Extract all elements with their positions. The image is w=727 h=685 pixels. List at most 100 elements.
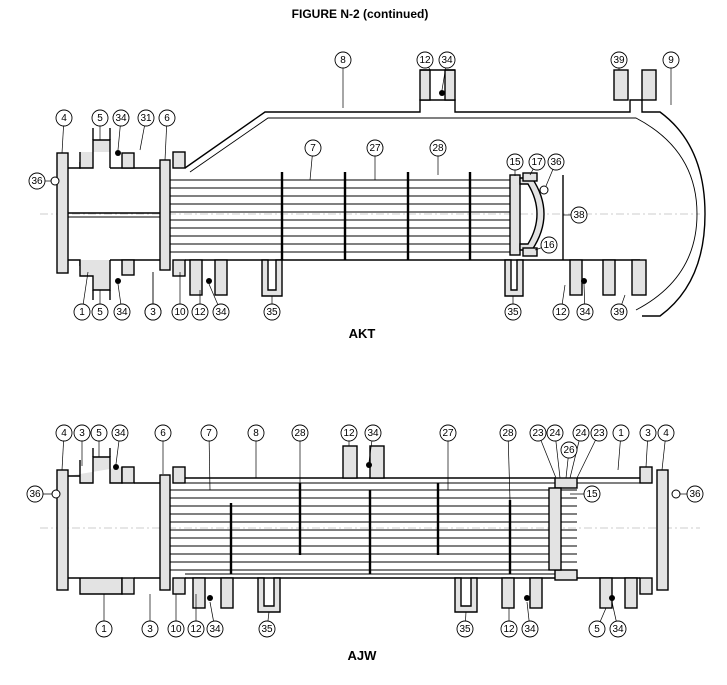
svg-text:4: 4: [61, 113, 67, 124]
svg-text:12: 12: [555, 307, 567, 318]
akt-tube-bundle: [170, 179, 514, 253]
svg-text:38: 38: [573, 210, 585, 221]
svg-text:36: 36: [31, 176, 43, 187]
ajw-callout-23: 23: [576, 424, 608, 479]
svg-text:1: 1: [618, 428, 624, 439]
svg-text:10: 10: [170, 624, 182, 635]
svg-text:16: 16: [543, 240, 555, 251]
ajw-callout-35: 35: [258, 611, 276, 638]
ajw-callout-27: 27: [439, 424, 457, 490]
akt-callout-10: 10: [171, 272, 189, 321]
svg-text:12: 12: [343, 428, 355, 439]
ajw-callout-8: 8: [247, 424, 265, 478]
callout-bubbles: 1345567891012121215161727283134343434343…: [26, 51, 704, 638]
svg-text:6: 6: [160, 428, 166, 439]
svg-text:39: 39: [613, 55, 625, 66]
svg-text:8: 8: [340, 55, 346, 66]
ajw-callout-23: 23: [529, 424, 557, 479]
akt-callout-34: 34: [208, 283, 230, 321]
svg-text:35: 35: [459, 624, 471, 635]
svg-text:12: 12: [190, 624, 202, 635]
akt-callout-39: 39: [610, 294, 628, 321]
ajw-callout-24: 24: [569, 424, 590, 479]
svg-text:1: 1: [79, 307, 85, 318]
svg-text:12: 12: [194, 307, 206, 318]
ajw-callout-5: 5: [588, 607, 607, 638]
akt-callout-28: 28: [429, 139, 447, 175]
svg-text:27: 27: [369, 143, 381, 154]
akt-callout-34: 34: [576, 283, 594, 321]
ajw-callout-34: 34: [364, 424, 382, 463]
ajw-callout-12: 12: [187, 594, 205, 638]
svg-text:39: 39: [613, 307, 625, 318]
ajw-callout-3: 3: [141, 594, 159, 638]
akt-callout-16: 16: [534, 236, 558, 254]
akt-callout-12: 12: [552, 284, 570, 321]
svg-text:36: 36: [689, 489, 701, 500]
akt-callout-36: 36: [28, 172, 51, 190]
akt-callout-12: 12: [191, 290, 209, 321]
akt-callout-34: 34: [438, 51, 456, 91]
ajw-callout-28: 28: [499, 424, 517, 501]
svg-text:34: 34: [441, 55, 453, 66]
ajw-callout-12: 12: [500, 608, 518, 638]
svg-text:34: 34: [612, 624, 624, 635]
svg-text:5: 5: [594, 624, 600, 635]
svg-text:9: 9: [668, 55, 674, 66]
svg-text:23: 23: [593, 428, 605, 439]
akt-callout-1: 1: [73, 271, 91, 321]
akt-callout-27: 27: [366, 139, 384, 180]
svg-text:12: 12: [503, 624, 515, 635]
akt-callout-39: 39: [610, 51, 628, 70]
akt-callout-38: 38: [563, 206, 588, 224]
akt-callout-3: 3: [144, 272, 162, 321]
svg-text:28: 28: [502, 428, 514, 439]
akt-callout-34: 34: [113, 283, 131, 321]
svg-text:7: 7: [206, 428, 212, 439]
ajw-callout-36: 36: [680, 485, 704, 503]
ajw-callout-1: 1: [612, 424, 630, 471]
akt-callout-4: 4: [55, 109, 73, 154]
ajw-callout-34: 34: [111, 424, 129, 465]
akt-channel-nozzle-top: [79, 139, 111, 169]
akt-callout-17: 17: [528, 153, 546, 176]
ajw-callout-36: 36: [26, 485, 52, 503]
svg-text:17: 17: [531, 157, 543, 168]
akt-channel-cover: [56, 152, 69, 274]
svg-text:34: 34: [524, 624, 536, 635]
svg-text:12: 12: [419, 55, 431, 66]
akt-caption: AKT: [349, 326, 376, 341]
akt-exchanger-drawing: AKT: [40, 69, 706, 341]
svg-text:34: 34: [114, 428, 126, 439]
akt-callout-8: 8: [334, 51, 352, 108]
ajw-callout-4: 4: [657, 424, 675, 471]
ajw-callout-1: 1: [95, 594, 113, 638]
svg-text:24: 24: [575, 428, 587, 439]
akt-callout-7: 7: [304, 139, 322, 181]
ajw-callout-3: 3: [73, 424, 91, 466]
ajw-callout-6: 6: [154, 424, 172, 474]
svg-text:5: 5: [97, 307, 103, 318]
ajw-exchanger-drawing: AJW: [40, 445, 700, 663]
akt-callout-12: 12: [416, 51, 434, 71]
svg-text:35: 35: [266, 307, 278, 318]
svg-text:34: 34: [116, 307, 128, 318]
akt-callout-9: 9: [662, 51, 680, 105]
svg-text:3: 3: [645, 428, 651, 439]
svg-text:34: 34: [579, 307, 591, 318]
ajw-callout-15: 15: [570, 485, 601, 503]
akt-callout-34: 34: [112, 109, 130, 151]
ajw-callout-26: 26: [560, 441, 578, 479]
akt-callout-5: 5: [91, 290, 109, 321]
svg-text:4: 4: [61, 428, 67, 439]
svg-text:15: 15: [509, 157, 521, 168]
svg-text:28: 28: [294, 428, 306, 439]
akt-callout-35: 35: [504, 296, 522, 321]
svg-text:3: 3: [150, 307, 156, 318]
svg-text:26: 26: [563, 445, 575, 456]
svg-text:6: 6: [164, 113, 170, 124]
ajw-callout-5: 5: [90, 424, 108, 457]
ajw-callout-28: 28: [291, 424, 309, 483]
svg-text:34: 34: [215, 307, 227, 318]
